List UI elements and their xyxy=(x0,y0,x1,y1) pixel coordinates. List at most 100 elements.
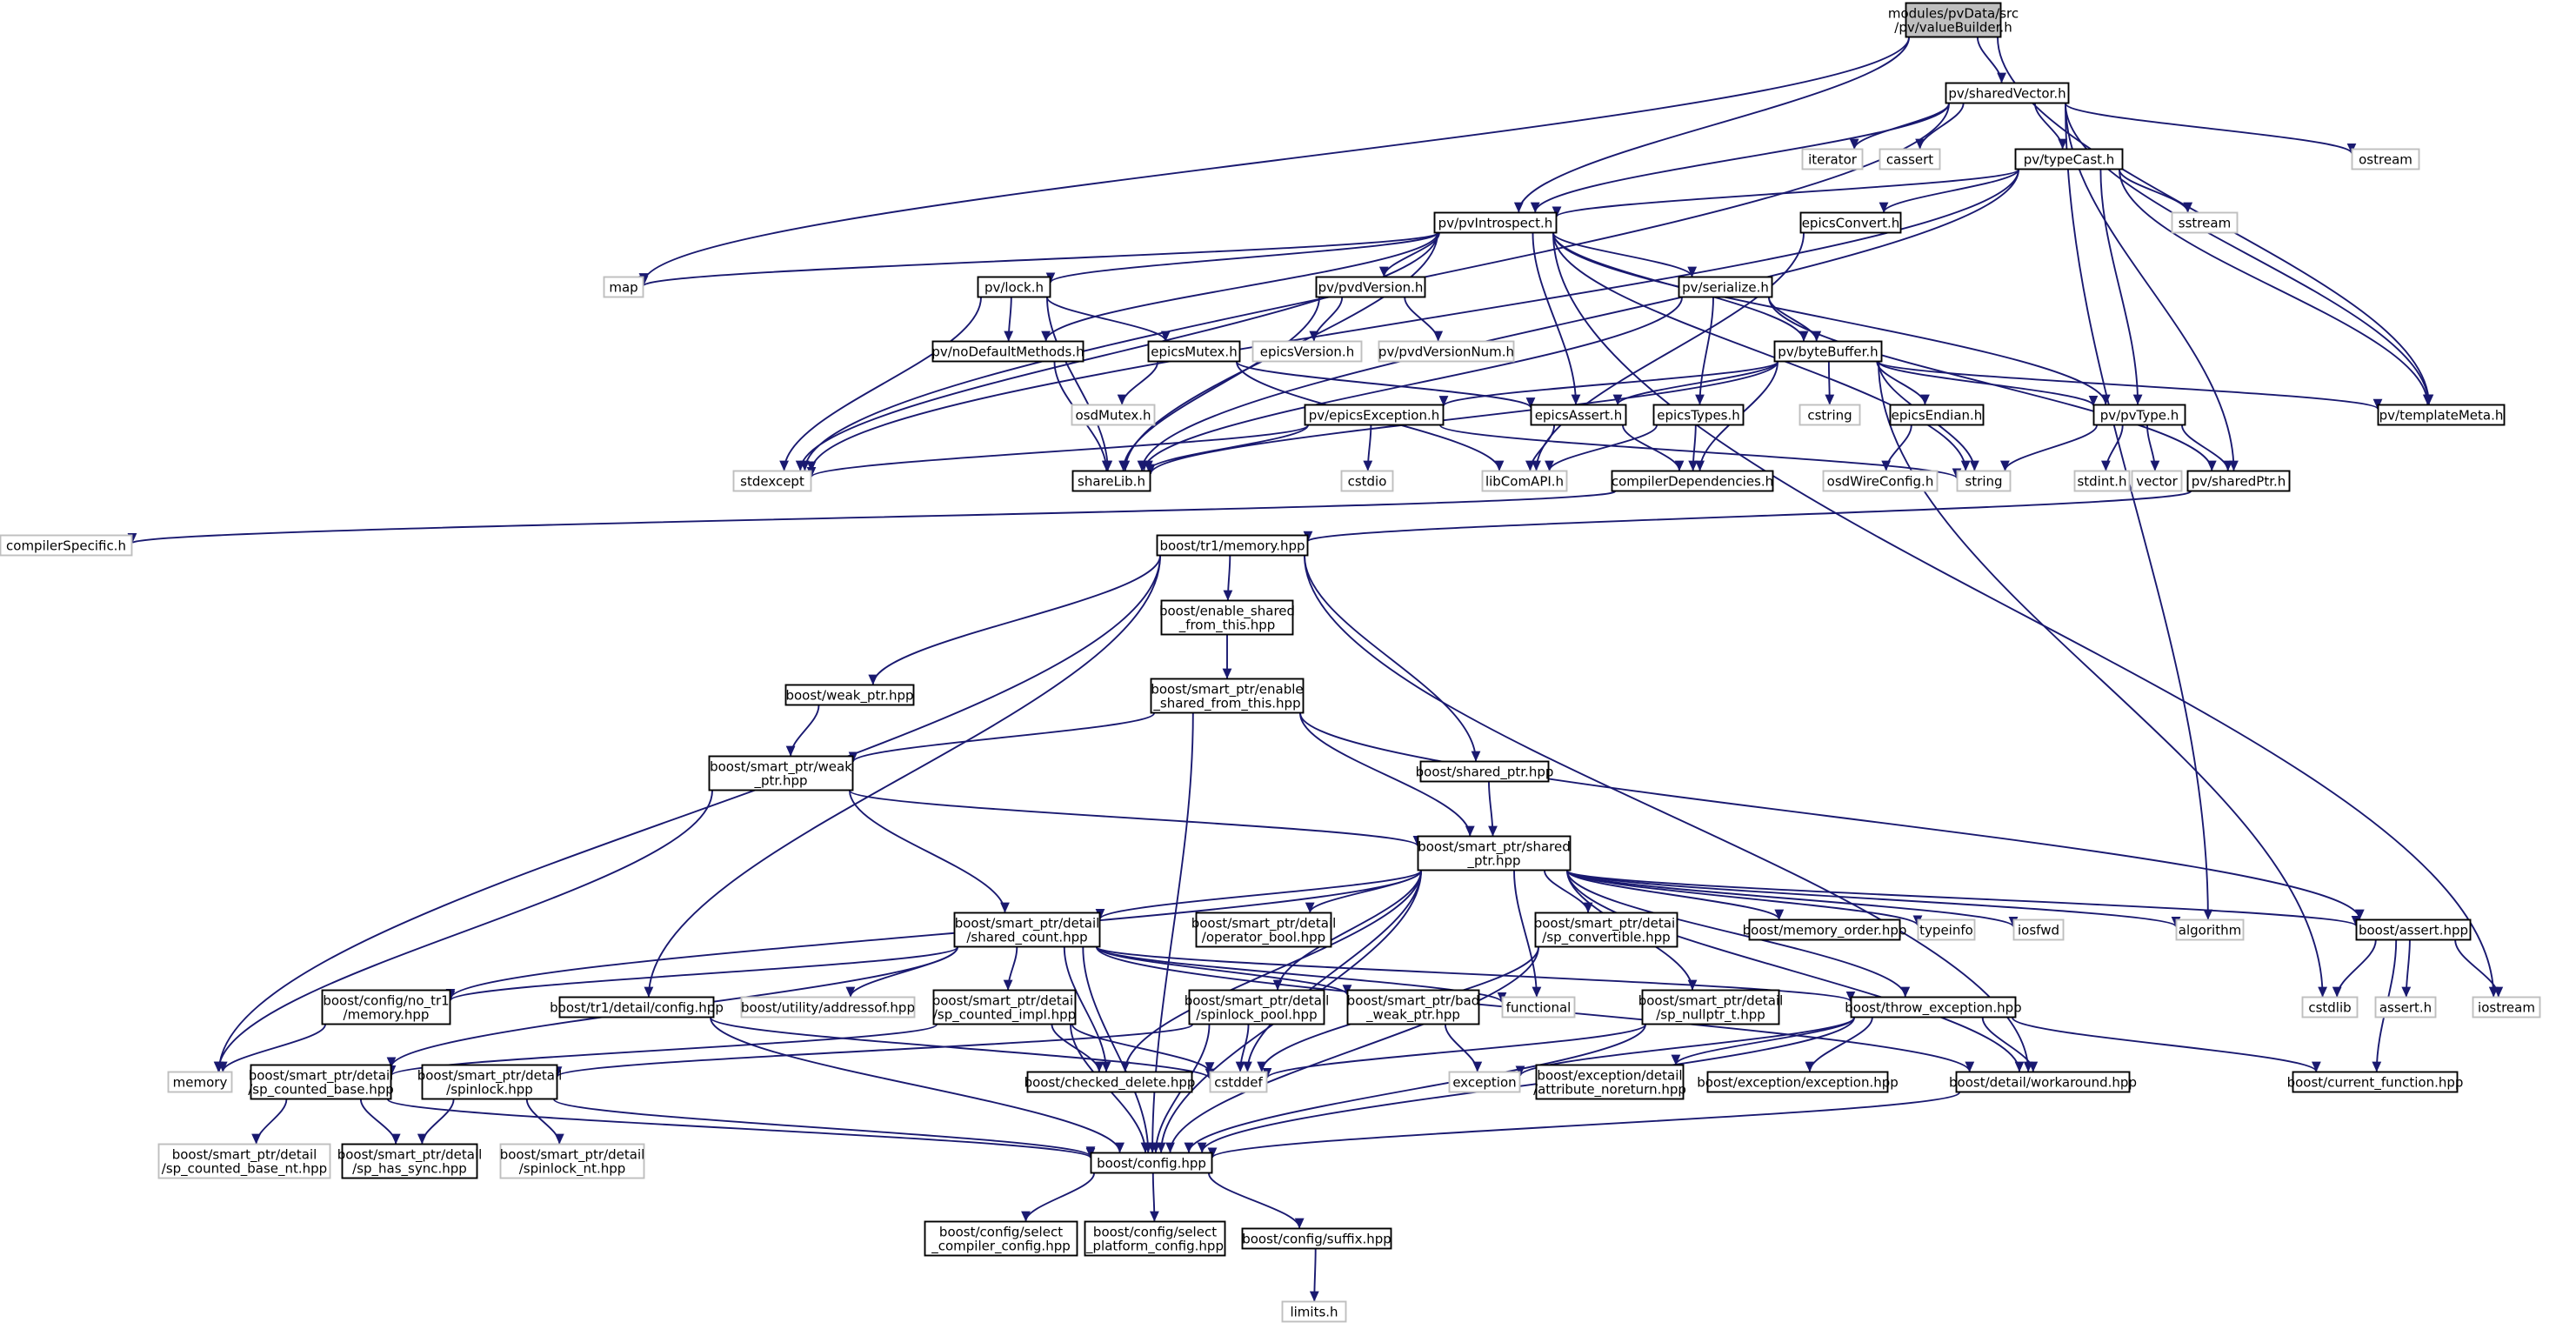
node-label: boost/config.hpp xyxy=(1097,1156,1206,1172)
node-sp_counted_base[interactable]: boost/smart_ptr/detail/sp_counted_base.h… xyxy=(248,1064,394,1100)
node-box xyxy=(2374,996,2437,1018)
edge-assert_hpp-to-cstdlib xyxy=(2332,939,2377,998)
node-label: /sp_convertible.hpp xyxy=(1542,930,1670,946)
edge-shared_ptr-to-sp_shared xyxy=(1488,781,1498,837)
node-sp_counted_impl[interactable]: boost/smart_ptr/detail/sp_counted_impl.h… xyxy=(932,989,1078,1025)
node-cstddef: cstddef xyxy=(1209,1071,1268,1093)
node-checked_delete[interactable]: boost/checked_delete.hpp xyxy=(1024,1071,1196,1093)
edge-pvType-to-sharedPtr xyxy=(2181,424,2233,471)
node-epicsEndian[interactable]: epicsEndian.h xyxy=(1889,404,1985,426)
node-noDefaultMethods[interactable]: pv/noDefaultMethods.h xyxy=(931,340,1084,363)
node-box xyxy=(250,1064,392,1100)
node-weak_ptr[interactable]: boost/weak_ptr.hpp xyxy=(784,684,915,706)
node-current_function[interactable]: boost/current_function.hpp xyxy=(2287,1071,2464,1093)
node-box xyxy=(977,276,1051,298)
node-compilerDependencies[interactable]: compilerDependencies.h xyxy=(1611,470,1774,492)
node-config[interactable]: boost/config.hpp xyxy=(1090,1152,1213,1174)
node-box xyxy=(2186,470,2291,492)
node-typeCast[interactable]: pv/typeCast.h xyxy=(2014,148,2124,170)
node-shared_count[interactable]: boost/smart_ptr/detail/shared_count.hpp xyxy=(953,912,1101,948)
node-label: pv/serialize.h xyxy=(1682,280,1769,296)
edge-sp_shared-to-throw_exception xyxy=(1566,870,1911,998)
edge-sp_counted_impl-to-checked_delete xyxy=(1051,1024,1104,1072)
node-epicsTypes[interactable]: epicsTypes.h xyxy=(1652,404,1745,426)
edge-sharedVector-to-pvIntrospect xyxy=(1530,103,1950,213)
node-root[interactable]: modules/pvData/src/pv/valueBuilder.h xyxy=(1888,2,2019,38)
node-suffix[interactable]: boost/config/suffix.hpp xyxy=(1241,1227,1392,1250)
edge-pvType-to-vector xyxy=(2146,424,2160,471)
node-byteBuffer[interactable]: pv/byteBuffer.h xyxy=(1773,340,1883,363)
edge-no_tr1-to-memory xyxy=(217,1024,326,1072)
node-label: boost/config/select xyxy=(1093,1225,1217,1240)
node-box xyxy=(1850,996,2017,1018)
node-box xyxy=(932,989,1077,1025)
node-enable_shared[interactable]: boost/enable_shared_from_this.hpp xyxy=(1159,599,1295,636)
node-serialize[interactable]: pv/serialize.h xyxy=(1678,276,1773,298)
node-label: boost/detail/workaround.hpp xyxy=(1949,1075,2137,1091)
node-spinlock_pool[interactable]: boost/smart_ptr/detail/spinlock_pool.hpp xyxy=(1185,989,1330,1025)
node-box xyxy=(1071,470,1151,492)
node-label: /spinlock_pool.hpp xyxy=(1196,1007,1317,1024)
node-sp_has_sync[interactable]: boost/smart_ptr/detail/sp_has_sync.hpp xyxy=(337,1143,483,1179)
node-bad_weak[interactable]: boost/smart_ptr/bad_weak_ptr.hpp xyxy=(1346,989,1480,1025)
node-sharedVector[interactable]: pv/sharedVector.h xyxy=(1945,82,2070,104)
node-label: /sp_counted_impl.hpp xyxy=(933,1007,1076,1024)
node-sp_weak[interactable]: boost/smart_ptr/weak_ptr.hpp xyxy=(708,755,854,791)
node-box xyxy=(1611,470,1774,492)
edge-sp_enable_shared-to-sp_weak xyxy=(848,712,1155,763)
node-templateMeta[interactable]: pv/templateMeta.h xyxy=(2377,404,2506,426)
node-tr1memory[interactable]: boost/tr1/memory.hpp xyxy=(1156,534,1309,557)
edge-throw_exception-to-workaround xyxy=(1981,1017,2039,1072)
node-epicsMutex[interactable]: epicsMutex.h xyxy=(1147,340,1241,363)
node-epicsException[interactable]: pv/epicsException.h xyxy=(1304,404,1445,426)
node-label: boost/smart_ptr/weak xyxy=(710,759,852,776)
node-spinlock[interactable]: boost/smart_ptr/detail/spinlock.hpp xyxy=(417,1064,563,1100)
edge-sp_shared-to-no_tr1 xyxy=(445,870,1422,999)
node-pvIntrospect[interactable]: pv/pvIntrospect.h xyxy=(1433,211,1558,234)
node-sp_nullptr[interactable]: boost/smart_ptr/detail/sp_nullptr_t.hpp xyxy=(1638,989,1784,1025)
node-label: iostream xyxy=(2478,1000,2535,1016)
edge-tr1memory-to-workaround xyxy=(1304,555,2033,1072)
node-throw_exception[interactable]: boost/throw_exception.hpp xyxy=(1845,996,2022,1018)
node-sharedPtr[interactable]: pv/sharedPtr.h xyxy=(2186,470,2291,492)
node-box xyxy=(2175,918,2245,941)
node-label: algorithm xyxy=(2179,923,2241,938)
node-cstdio: cstdio xyxy=(1340,470,1394,492)
node-pvType[interactable]: pv/pvType.h xyxy=(2092,404,2186,426)
node-lock[interactable]: pv/lock.h xyxy=(977,276,1051,298)
node-workaround[interactable]: boost/detail/workaround.hpp xyxy=(1949,1071,2137,1093)
node-operator_bool[interactable]: boost/smart_ptr/detail/operator_bool.hpp xyxy=(1191,912,1337,948)
edge-epicsAssert-to-compilerDependencies xyxy=(1622,424,1685,471)
node-label: /sp_has_sync.hpp xyxy=(352,1161,467,1178)
edge-bad_weak-to-exception xyxy=(1444,1024,1483,1072)
node-label: boost/smart_ptr/detail xyxy=(172,1147,317,1164)
node-shareLib[interactable]: shareLib.h xyxy=(1071,470,1151,492)
node-epicsAssert[interactable]: epicsAssert.h xyxy=(1530,404,1627,426)
node-label: boost/shared_ptr.hpp xyxy=(1416,765,1554,781)
node-sp_shared[interactable]: boost/smart_ptr/shared_ptr.hpp xyxy=(1417,835,1572,872)
node-sp_enable_shared[interactable]: boost/smart_ptr/enable_shared_from_this.… xyxy=(1150,678,1305,714)
node-label: epicsAssert.h xyxy=(1535,408,1622,424)
node-select_compiler[interactable]: boost/config/select_compiler_config.hpp xyxy=(924,1220,1078,1257)
node-assert_hpp[interactable]: boost/assert.hpp xyxy=(2355,918,2472,941)
node-label: epicsVersion.h xyxy=(1260,344,1354,360)
node-memory_order[interactable]: boost/memory_order.hpp xyxy=(1743,918,1907,941)
node-tr1_config[interactable]: boost/tr1/detail/config.hpp xyxy=(550,996,724,1018)
node-attr_noreturn[interactable]: boost/exception/detail/attribute_noretur… xyxy=(1533,1064,1686,1100)
node-exception_hpp[interactable]: boost/exception/exception.hpp xyxy=(1697,1071,1899,1093)
node-box xyxy=(2351,148,2420,170)
node-shared_ptr[interactable]: boost/shared_ptr.hpp xyxy=(1416,760,1554,783)
edge-sp_convertible-to-config xyxy=(1165,946,1539,1153)
node-epicsConvert[interactable]: epicsConvert.h xyxy=(1799,211,1902,234)
node-sp_convertible[interactable]: boost/smart_ptr/detail/sp_convertible.hp… xyxy=(1534,912,1679,948)
edge-tr1_config-to-config xyxy=(710,1017,1124,1153)
node-label: iterator xyxy=(1808,152,1858,168)
node-box xyxy=(784,684,915,706)
node-pvdVersion[interactable]: pv/pvdVersion.h xyxy=(1315,276,1426,298)
edge-spinlock-to-config xyxy=(553,1099,1096,1158)
node-select_platform[interactable]: boost/config/select_platform_config.hpp xyxy=(1084,1220,1226,1257)
node-no_tr1[interactable]: boost/config/no_tr1/memory.hpp xyxy=(321,989,451,1025)
node-box xyxy=(167,1071,233,1093)
node-label: memory xyxy=(173,1075,228,1091)
node-box xyxy=(1801,148,1864,170)
